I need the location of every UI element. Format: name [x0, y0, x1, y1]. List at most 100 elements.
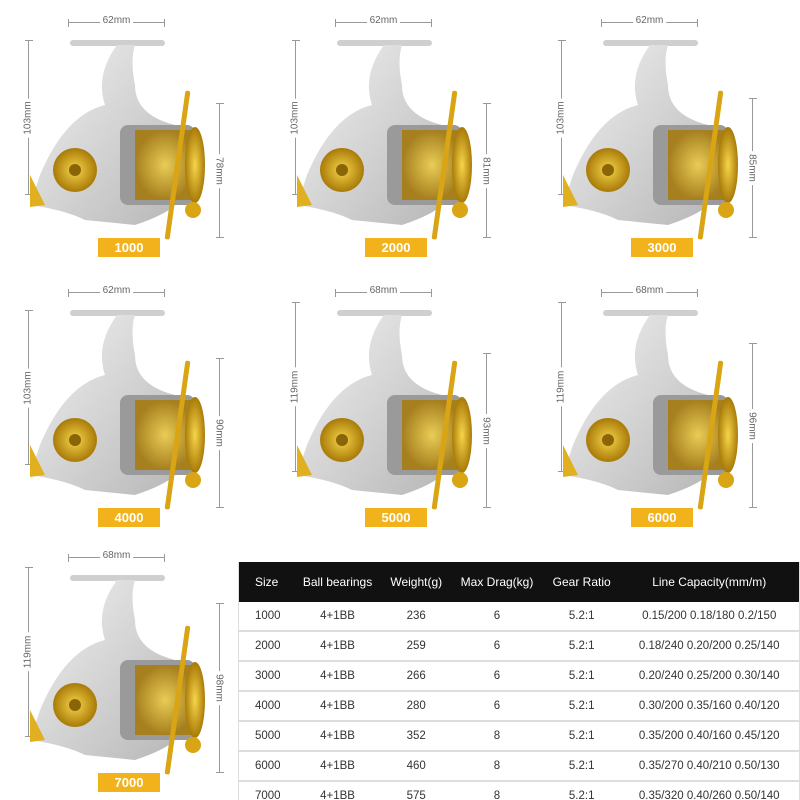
- column-header: Weight(g): [382, 562, 451, 602]
- spinning-reel-image: [292, 305, 492, 510]
- width-label: 62mm: [99, 15, 134, 26]
- width-label: 62mm: [366, 15, 401, 26]
- table-cell: 8: [450, 781, 544, 800]
- table-cell: 0.35/320 0.40/260 0.50/140: [619, 781, 800, 800]
- table-cell: 0.35/200 0.40/160 0.45/120: [619, 721, 800, 752]
- table-cell: 3000: [238, 661, 293, 692]
- height-dimension: 103mm: [21, 40, 35, 195]
- table-cell: 4+1BB: [292, 661, 383, 692]
- table-cell: 259: [382, 631, 451, 662]
- reel-tile: 62mm 103mm 85mm 3000: [533, 0, 800, 265]
- table-cell: 5.2:1: [543, 691, 620, 722]
- table-cell: 575: [382, 781, 451, 800]
- table-cell: 7000: [238, 781, 293, 800]
- depth-dimension: 96mm: [745, 343, 759, 508]
- size-label: 3000: [631, 238, 693, 257]
- table-cell: 5.2:1: [543, 751, 620, 782]
- table-cell: 0.18/240 0.20/200 0.25/140: [619, 631, 800, 662]
- height-dimension: 119mm: [288, 302, 302, 472]
- reel-tile: 68mm 119mm 96mm 6000: [533, 270, 800, 535]
- spinning-reel-image: [558, 305, 758, 510]
- table-cell: 6: [450, 691, 544, 722]
- table-cell: 4+1BB: [292, 602, 383, 632]
- table-cell: 5.2:1: [543, 631, 620, 662]
- width-dimension: 68mm: [335, 284, 432, 298]
- height-dimension: 119mm: [21, 567, 35, 737]
- spinning-reel-image: [558, 35, 758, 240]
- width-label: 68mm: [99, 550, 134, 561]
- depth-dimension: 81mm: [479, 103, 493, 238]
- table-cell: 4+1BB: [292, 631, 383, 662]
- height-dimension: 103mm: [288, 40, 302, 195]
- table-cell: 8: [450, 721, 544, 752]
- width-label: 62mm: [632, 15, 667, 26]
- column-header: Gear Ratio: [543, 562, 620, 602]
- reel-tile: 68mm 119mm 93mm 5000: [267, 270, 534, 535]
- spinning-reel-image: [292, 35, 492, 240]
- reel-tile: 62mm 103mm 78mm 1000: [0, 0, 267, 265]
- table-cell: 4+1BB: [292, 691, 383, 722]
- column-header: Size: [238, 562, 293, 602]
- width-dimension: 68mm: [601, 284, 698, 298]
- table-cell: 280: [382, 691, 451, 722]
- width-dimension: 68mm: [68, 549, 165, 563]
- width-label: 68mm: [366, 285, 401, 296]
- table-cell: 6: [450, 661, 544, 692]
- table-cell: 4+1BB: [292, 781, 383, 800]
- table-cell: 2000: [238, 631, 293, 662]
- column-header: Max Drag(kg): [450, 562, 544, 602]
- size-label: 5000: [365, 508, 427, 527]
- spinning-reel-image: [25, 305, 225, 510]
- table-cell: 0.35/270 0.40/210 0.50/130: [619, 751, 800, 782]
- size-label: 7000: [98, 773, 160, 792]
- table-cell: 0.20/240 0.25/200 0.30/140: [619, 661, 800, 692]
- table-cell: 460: [382, 751, 451, 782]
- size-label: 1000: [98, 238, 160, 257]
- depth-dimension: 98mm: [212, 603, 226, 773]
- width-label: 68mm: [632, 285, 667, 296]
- width-dimension: 62mm: [601, 14, 698, 28]
- table-cell: 4+1BB: [292, 751, 383, 782]
- table-cell: 6: [450, 602, 544, 632]
- table-cell: 5.2:1: [543, 602, 620, 632]
- width-label: 62mm: [99, 285, 134, 296]
- depth-dimension: 93mm: [479, 353, 493, 508]
- depth-dimension: 90mm: [212, 358, 226, 508]
- table-cell: 1000: [238, 602, 293, 632]
- table-cell: 5.2:1: [543, 721, 620, 752]
- column-header: Ball bearings: [292, 562, 383, 602]
- table-cell: 8: [450, 751, 544, 782]
- depth-dimension: 78mm: [212, 103, 226, 238]
- table-cell: 5.2:1: [543, 781, 620, 800]
- width-dimension: 62mm: [68, 284, 165, 298]
- height-dimension: 103mm: [21, 310, 35, 465]
- table-cell: 0.30/200 0.35/160 0.40/120: [619, 691, 800, 722]
- size-label: 4000: [98, 508, 160, 527]
- spinning-reel-image: [25, 35, 225, 240]
- depth-dimension: 85mm: [745, 98, 759, 238]
- table-cell: 5000: [238, 721, 293, 752]
- table-cell: 352: [382, 721, 451, 752]
- reel-tile: 68mm 119mm 98mm 7000: [0, 535, 267, 800]
- height-dimension: 119mm: [554, 302, 568, 472]
- reel-tile: 62mm 103mm 90mm 4000: [0, 270, 267, 535]
- table-cell: 0.15/200 0.18/180 0.2/150: [619, 602, 800, 632]
- height-dimension: 103mm: [554, 40, 568, 195]
- size-label: 2000: [365, 238, 427, 257]
- table-cell: 6000: [238, 751, 293, 782]
- table-cell: 236: [382, 602, 451, 632]
- table-cell: 5.2:1: [543, 661, 620, 692]
- width-dimension: 62mm: [335, 14, 432, 28]
- reel-tile: 62mm 103mm 81mm 2000: [267, 0, 534, 265]
- width-dimension: 62mm: [68, 14, 165, 28]
- table-cell: 4000: [238, 691, 293, 722]
- column-header: Line Capacity(mm/m): [619, 562, 800, 602]
